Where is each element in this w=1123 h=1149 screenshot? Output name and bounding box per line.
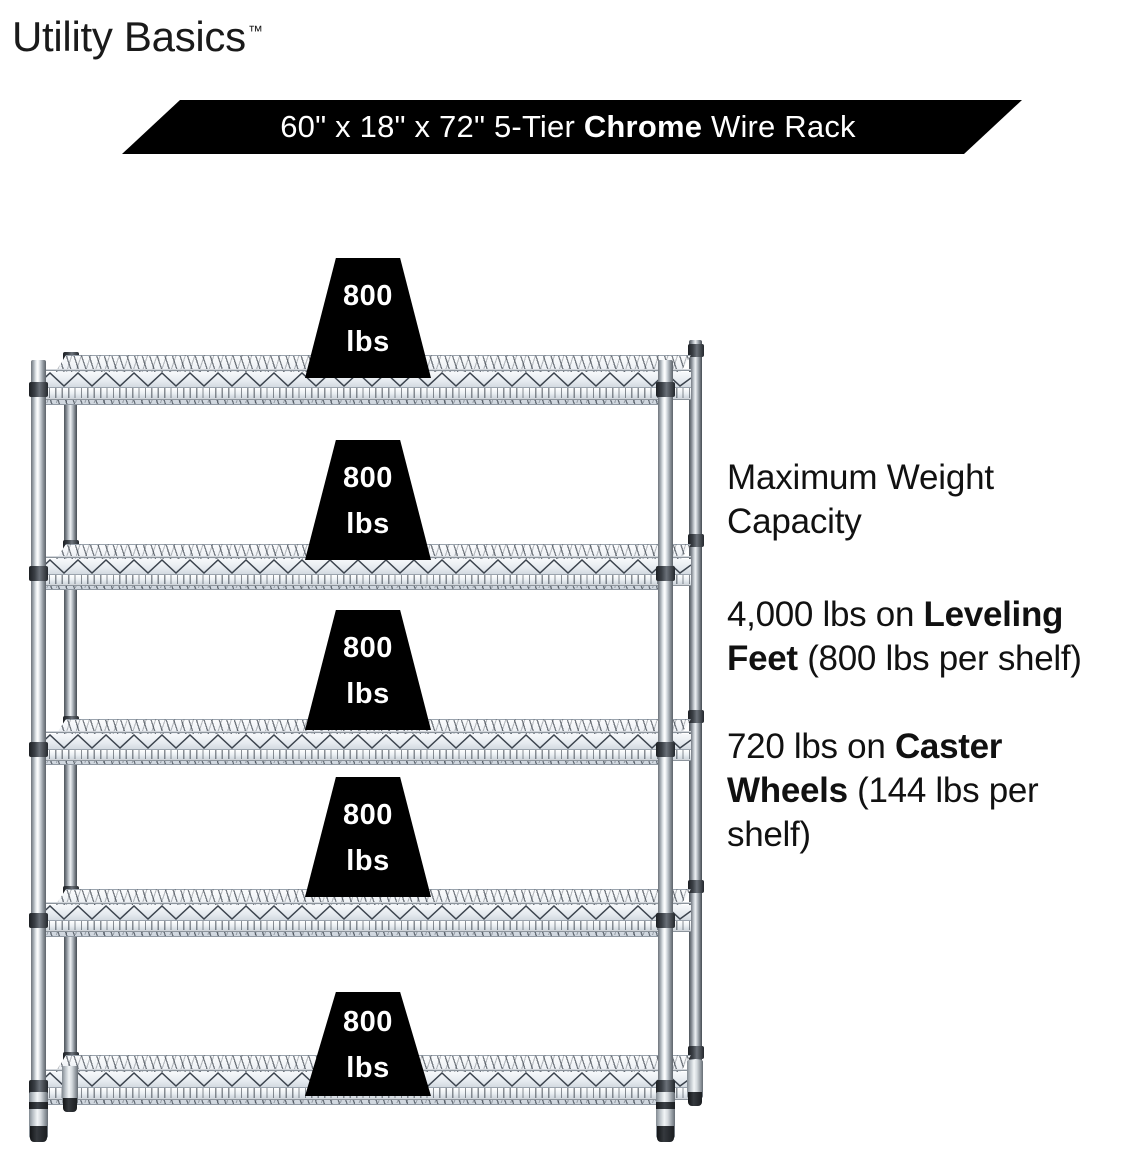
- weight-badge-shelf-4: 800 lbs: [305, 777, 431, 897]
- shelf-1-front-band: [36, 387, 691, 399]
- shelf-3-rail-top: [36, 731, 691, 733]
- weight-badge-2-unit: lbs: [346, 508, 390, 540]
- shelf-4-front-band: [36, 920, 691, 931]
- front-left-collar-2: [29, 566, 48, 581]
- shelf-2-front-band: [36, 574, 691, 585]
- leveling-prefix: 4,000 lbs on: [727, 595, 924, 634]
- banner-tier: 5-Tier: [493, 109, 575, 144]
- shelf-3-truss: [36, 734, 691, 749]
- leveling-foot-band-front-right: [656, 1102, 675, 1109]
- capacity-copy-block: Maximum Weight Capacity 4,000 lbs on Lev…: [727, 456, 1119, 857]
- capacity-heading: Maximum Weight Capacity: [727, 458, 994, 541]
- front-right-collar-3: [656, 742, 675, 757]
- front-left-collar-4: [29, 913, 48, 928]
- weight-badge-5-value: 800: [343, 1006, 393, 1038]
- shelf-5-rail-bottom: [36, 1098, 691, 1100]
- trademark-symbol: ™: [247, 23, 263, 40]
- weight-badge-1-value: 800: [343, 280, 393, 312]
- caster-suffix: (144 lbs per shelf): [727, 771, 1039, 854]
- front-right-collar-2: [656, 566, 675, 581]
- rear-right-collar-2: [688, 534, 704, 547]
- rear-right-collar-5: [688, 1046, 704, 1059]
- leveling-feet-capacity: 4,000 lbs on Leveling Feet (800 lbs per …: [727, 593, 1119, 681]
- shelf-3-rail-bottom: [36, 759, 691, 761]
- shelf-2-rail-bottom: [36, 584, 691, 586]
- banner-material: Chrome: [583, 109, 703, 144]
- weight-badge-1-unit: lbs: [346, 326, 390, 358]
- front-left-collar-3: [29, 742, 48, 757]
- weight-badge-4-unit: lbs: [346, 845, 390, 877]
- weight-badge-shelf-2: 800 lbs: [305, 440, 431, 560]
- leveling-foot-rear-right: [687, 1060, 703, 1098]
- shelf-4: [36, 889, 691, 935]
- rear-right-collar-3: [688, 710, 704, 723]
- banner-title: 60" x 18" x 72" 5-Tier Chrome Wire Rack: [280, 110, 856, 144]
- shelf-1-truss: [36, 372, 691, 387]
- caster-wheels-capacity: 720 lbs on Caster Wheels (144 lbs per sh…: [727, 725, 1119, 857]
- leveling-suffix: (800 lbs per shelf): [797, 639, 1082, 678]
- caster-bold: Caster Wheels: [727, 727, 1003, 810]
- weight-badge-4-value: 800: [343, 799, 393, 831]
- banner-dimensions: 60" x 18" x 72": [280, 109, 486, 144]
- leveling-foot-rear-left: [62, 1066, 78, 1104]
- leveling-foot-band-front-left: [29, 1102, 48, 1109]
- product-title-banner: 60" x 18" x 72" 5-Tier Chrome Wire Rack: [122, 100, 1022, 154]
- leveling-bold: Leveling Feet: [727, 595, 1064, 678]
- weight-badge-shelf-5: 800 lbs: [305, 992, 431, 1096]
- shelf-4-rail-bottom: [36, 930, 691, 932]
- front-right-post: [658, 360, 673, 1092]
- front-right-collar-1: [656, 382, 675, 397]
- shelf-4-rail-top: [36, 902, 691, 904]
- weight-badge-5-unit: lbs: [346, 1052, 390, 1084]
- shelf-4-truss: [36, 905, 691, 920]
- weight-badge-3-unit: lbs: [346, 678, 390, 710]
- shelf-1-rail-bottom: [36, 398, 691, 400]
- rear-right-collar-1: [688, 344, 704, 357]
- wire-rack-illustration: 800 lbs 800 lbs 800 lbs 800 lbs 800 lbs: [29, 258, 704, 1142]
- leveling-foot-tip-rear-right: [688, 1092, 702, 1106]
- rear-right-collar-4: [688, 880, 704, 893]
- front-left-collar-1: [29, 382, 48, 397]
- front-right-collar-4: [656, 913, 675, 928]
- weight-badge-shelf-1: 800 lbs: [305, 258, 431, 378]
- banner-product: Wire Rack: [710, 109, 856, 144]
- shelf-3: [36, 719, 691, 763]
- shelf-2: [36, 544, 691, 588]
- brand-name: Utility Basics: [12, 13, 246, 60]
- leveling-foot-tip-rear-left: [63, 1098, 77, 1112]
- leveling-foot-tip-front-left: [30, 1126, 47, 1142]
- caster-prefix: 720 lbs on: [727, 727, 895, 766]
- front-left-post: [31, 360, 46, 1092]
- shelf-2-truss: [36, 559, 691, 574]
- weight-badge-shelf-3: 800 lbs: [305, 610, 431, 730]
- leveling-foot-tip-front-right: [657, 1126, 674, 1142]
- front-left-collar-5: [29, 1080, 48, 1095]
- front-right-collar-5: [656, 1080, 675, 1095]
- shelf-3-front-band: [36, 749, 691, 760]
- weight-badge-3-value: 800: [343, 632, 393, 664]
- weight-badge-2-value: 800: [343, 462, 393, 494]
